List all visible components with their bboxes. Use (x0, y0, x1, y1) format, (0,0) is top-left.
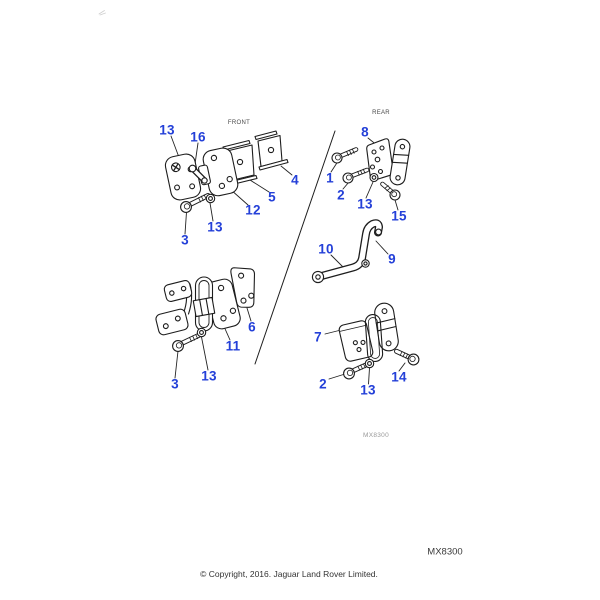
bolt-14 (394, 348, 420, 366)
hinge-pin-16 (188, 164, 208, 184)
bracket-pad-upper (163, 280, 193, 302)
hinge-half-left (164, 153, 202, 201)
hinge-pivot-body (374, 302, 399, 352)
bolt-15 (380, 181, 401, 201)
bolt-2-upper (342, 167, 370, 184)
washer-13-front-lower (196, 327, 207, 338)
bolt-3-upper (180, 193, 211, 213)
bolt-1 (331, 147, 359, 164)
bracket-4 (254, 130, 289, 171)
door-edge-line (254, 130, 336, 365)
gasket-6 (230, 267, 256, 308)
bolt-3-lower (172, 332, 202, 352)
bracket-pad-lower (155, 308, 189, 336)
rear-lower-hinge-assembly (338, 302, 420, 380)
hinge-half-12 (202, 147, 239, 197)
front-upper-hinge-assembly (164, 130, 289, 213)
leader-lines (170, 135, 406, 385)
washer-13-rear-upper (369, 172, 379, 183)
hinge-pivot-bar (389, 138, 411, 186)
rear-upper-hinge-assembly (331, 138, 411, 201)
washer-13-rear-lower (364, 358, 375, 369)
hinge-loop-rear (364, 313, 384, 363)
faint-tick-mark (98, 10, 106, 16)
door-check-strap (311, 219, 383, 284)
washer-13-upper (205, 193, 216, 204)
bolt-2-lower (343, 362, 370, 380)
front-lower-hinge-assembly (155, 267, 256, 352)
